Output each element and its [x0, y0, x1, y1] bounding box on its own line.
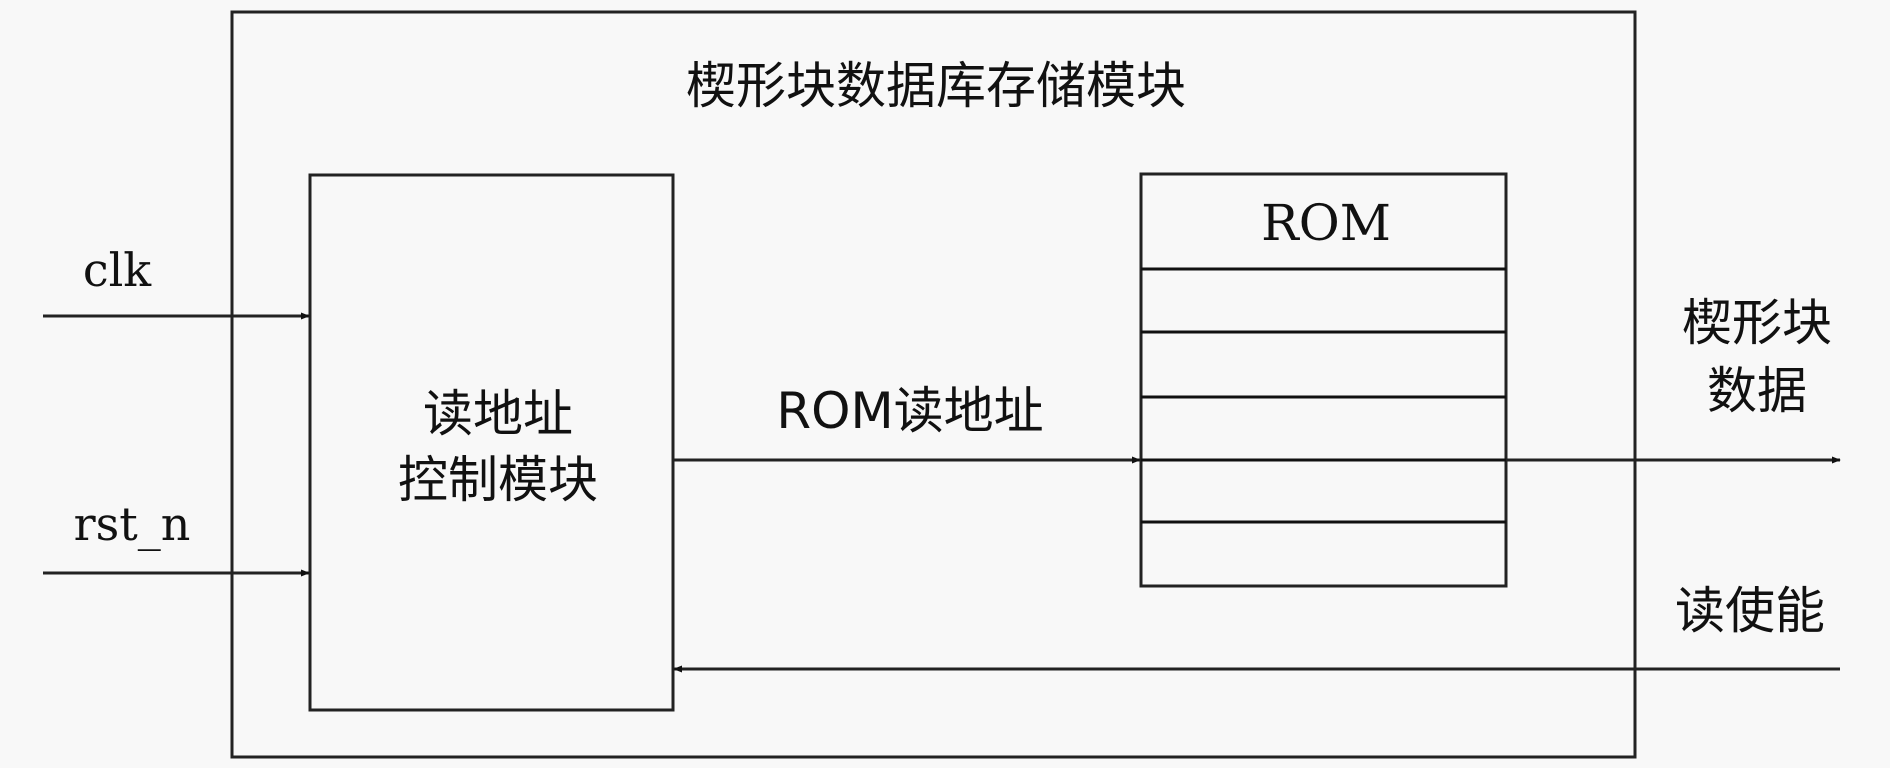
control-module-label-line2: 控制模块	[398, 451, 598, 509]
output-data-label-line1: 楔形块	[1682, 294, 1832, 352]
control-module-label-line1: 读地址	[423, 385, 573, 443]
outer-module-title: 楔形块数据库存储模块	[686, 57, 1186, 115]
read-enable-label: 读使能	[1675, 582, 1825, 640]
rom-box	[1139, 172, 1508, 588]
outer-module-box	[230, 10, 1637, 759]
rst-n-label: rst_n	[74, 497, 191, 551]
control-module-box	[308, 173, 675, 712]
output-data-label-line2: 数据	[1707, 362, 1807, 420]
clk-label: clk	[83, 243, 152, 297]
rom-title: ROM	[1261, 194, 1391, 252]
rom-block: ROM	[1139, 172, 1508, 588]
rom-read-address-label: ROM读地址	[776, 382, 1043, 440]
